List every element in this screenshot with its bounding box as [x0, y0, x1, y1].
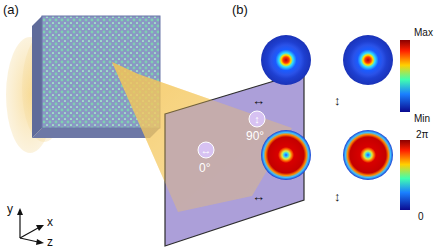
panel-label: (b): [232, 3, 248, 16]
polarization-arrow: ↔: [252, 190, 265, 203]
colorbar-label: Min: [414, 114, 430, 124]
colorbar-label: 2π: [416, 130, 428, 140]
angle-label: 0°: [199, 162, 210, 174]
axis-label: x: [47, 216, 53, 228]
polarization-arrow: ↕: [334, 94, 341, 107]
angle-label: 90°: [246, 130, 264, 142]
polarization-icon: ↕: [254, 114, 260, 125]
axis-label: y: [7, 203, 13, 215]
colorbar-label: Max: [414, 28, 433, 38]
panel-label: (a): [3, 3, 19, 16]
colorbar-label: 0: [418, 212, 424, 222]
polarization-icon: ↔: [201, 145, 212, 156]
axis-label: z: [47, 236, 53, 248]
polarization-arrow: ↕: [334, 190, 341, 203]
polarization-arrow: ↔: [252, 94, 265, 107]
